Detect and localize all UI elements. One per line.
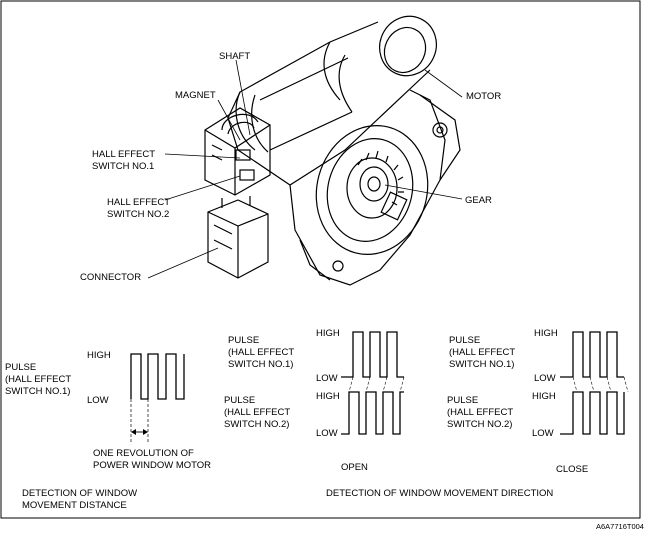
close-sw2-waveform [560,391,625,435]
open-sw2-waveform [341,391,404,435]
direction-caption: DETECTION OF WINDOW MOVEMENT DIRECTION [326,488,553,499]
distance-pulse-line3: SWITCH NO.1) [5,386,70,397]
motor-label: MOTOR [466,91,501,102]
close-sw2-line3: SWITCH NO.2) [447,419,512,430]
hall2-label-line1: HALL EFFECT [107,197,170,208]
open-phase-guides [348,376,405,393]
open-low1-label: LOW [316,373,338,384]
open-low2-label: LOW [316,428,338,439]
open-high2-label: HIGH [316,391,340,402]
distance-pulse-line2: (HALL EFFECT [5,374,71,385]
close-sw1-line1: PULSE [449,335,480,346]
distance-pulse-line1: PULSE [5,362,36,373]
connector-label: CONNECTOR [80,272,141,283]
distance-low-label: LOW [87,395,109,406]
open-sw1-waveform [341,331,404,378]
hall1-label-line2: SWITCH NO.1 [92,161,154,172]
distance-panel: PULSE (HALL EFFECT SWITCH NO.1) HIGH LOW… [5,350,211,511]
revolution-line1: ONE REVOLUTION OF [93,448,194,459]
close-sw2-line2: (HALL EFFECT [447,407,513,418]
diagram-border [0,0,641,519]
motor-illustration [204,15,461,286]
shaft-label: SHAFT [219,51,250,62]
distance-high-label: HIGH [87,350,111,361]
open-sw2-line3: SWITCH NO.2) [224,419,289,430]
open-sw1-line2: (HALL EFFECT [228,347,294,358]
close-panel: PULSE (HALL EFFECT SWITCH NO.1) PULSE (H… [447,328,629,475]
close-sw2-line1: PULSE [447,395,478,406]
open-high1-label: HIGH [316,328,340,339]
open-sw2-line2: (HALL EFFECT [224,407,290,418]
close-high2-label: HIGH [532,391,556,402]
distance-caption-line2: MOVEMENT DISTANCE [22,500,127,511]
hall1-label-line1: HALL EFFECT [92,149,155,160]
close-phase-guides [572,376,629,393]
open-title: OPEN [341,462,368,473]
close-low2-label: LOW [532,428,554,439]
close-sw1-waveform [560,331,624,378]
close-sw1-line3: SWITCH NO.1) [449,359,514,370]
magnet-label: MAGNET [175,90,216,101]
close-title: CLOSE [556,464,588,475]
open-sw1-line3: SWITCH NO.1) [228,359,293,370]
distance-caption-line1: DETECTION OF WINDOW [22,488,137,499]
close-high1-label: HIGH [534,328,558,339]
open-panel: PULSE (HALL EFFECT SWITCH NO.1) PULSE (H… [224,328,405,473]
figure-code: A6A7716T004 [596,522,644,531]
gear-label: GEAR [465,195,492,206]
open-sw2-line1: PULSE [224,395,255,406]
revolution-line2: POWER WINDOW MOTOR [93,460,211,471]
leader-lines [147,59,463,279]
close-sw1-line2: (HALL EFFECT [449,347,515,358]
hall2-label-line2: SWITCH NO.2 [107,209,169,220]
close-low1-label: LOW [534,373,556,384]
revolution-arrowhead-left [131,429,136,435]
distance-waveform [130,353,185,400]
revolution-arrowhead-right [143,429,148,435]
open-sw1-line1: PULSE [228,335,259,346]
